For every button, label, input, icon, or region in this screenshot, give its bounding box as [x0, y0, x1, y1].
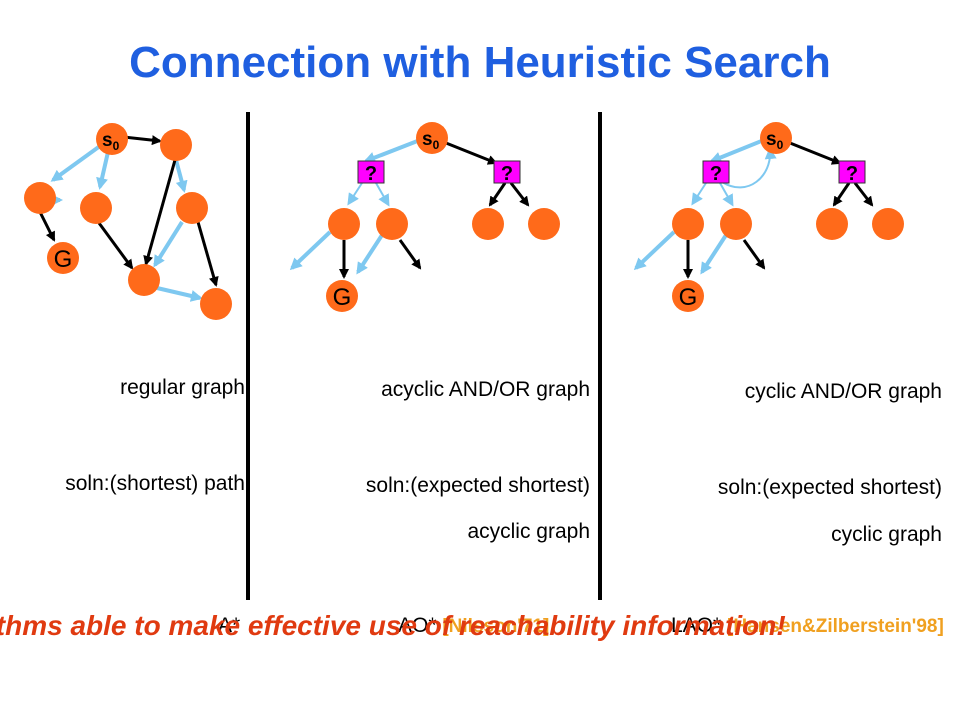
graph-type-label: acyclic AND/OR graph — [381, 378, 590, 401]
graph-type-label: cyclic AND/OR graph — [744, 380, 942, 403]
solution-label: soln:(expected shortest) — [365, 474, 590, 497]
graph-node — [872, 208, 904, 240]
unknown-and-node-label: ? — [846, 163, 858, 185]
algorithm-name: AO* — [398, 614, 437, 637]
algorithm-label: LAO* [Hansen&Zilberstein'98] — [671, 614, 944, 638]
algorithm-name: A* — [218, 614, 241, 637]
regular-graph: s0 G — [24, 123, 232, 320]
graph-node — [720, 208, 752, 240]
slide-title: Connection with Heuristic Search — [129, 38, 831, 87]
algorithm-label: A* — [218, 614, 240, 638]
graph-node — [528, 208, 560, 240]
unknown-and-node — [838, 160, 866, 184]
solution-label-2: cyclic graph — [831, 523, 942, 546]
graph-node — [672, 208, 704, 240]
solution-label: soln:(expected shortest) — [717, 476, 942, 499]
goal-node-label: G — [333, 284, 352, 311]
graph-node — [160, 129, 192, 161]
graph-node — [176, 192, 208, 224]
graph-node — [416, 122, 448, 154]
goal-node — [326, 280, 358, 312]
unknown-and-node-label: ? — [365, 163, 377, 185]
unknown-and-node — [493, 160, 521, 184]
unknown-and-node-label: ? — [710, 163, 722, 185]
graph-node — [376, 208, 408, 240]
graph-node — [328, 208, 360, 240]
graph-node — [760, 122, 792, 154]
unknown-and-node — [357, 160, 385, 184]
graph-node — [128, 264, 160, 296]
citation: [Nilsson'71] — [442, 616, 550, 637]
start-node-label: s0 — [102, 130, 120, 153]
goal-node-label: G — [54, 246, 73, 273]
acyclic-and-or-graph: ? ? s0 G — [289, 122, 560, 312]
unknown-and-node-label: ? — [501, 163, 513, 185]
graph-node — [200, 288, 232, 320]
graph-type-label: regular graph — [120, 376, 245, 399]
graph-node — [24, 182, 56, 214]
unknown-and-node — [702, 160, 730, 184]
goal-node — [672, 280, 704, 312]
algorithm-name: LAO* — [671, 614, 722, 637]
start-node-label: s0 — [422, 129, 440, 152]
goal-node-label: G — [679, 284, 698, 311]
solution-label-2: acyclic graph — [467, 520, 590, 543]
reachability-caption: orithms able to make effective use of re… — [0, 610, 786, 641]
graph-node — [472, 208, 504, 240]
solution-label: soln:(shortest) path — [65, 472, 245, 495]
graph-node — [816, 208, 848, 240]
graph-node — [96, 123, 128, 155]
citation: [Hansen&Zilberstein'98] — [727, 616, 944, 637]
start-node-label: s0 — [766, 129, 784, 152]
cyclic-and-or-graph: ? ? s0 G — [633, 122, 904, 312]
goal-node — [47, 242, 79, 274]
algorithm-label: AO* [Nilsson'71] — [398, 614, 549, 638]
graph-node — [80, 192, 112, 224]
